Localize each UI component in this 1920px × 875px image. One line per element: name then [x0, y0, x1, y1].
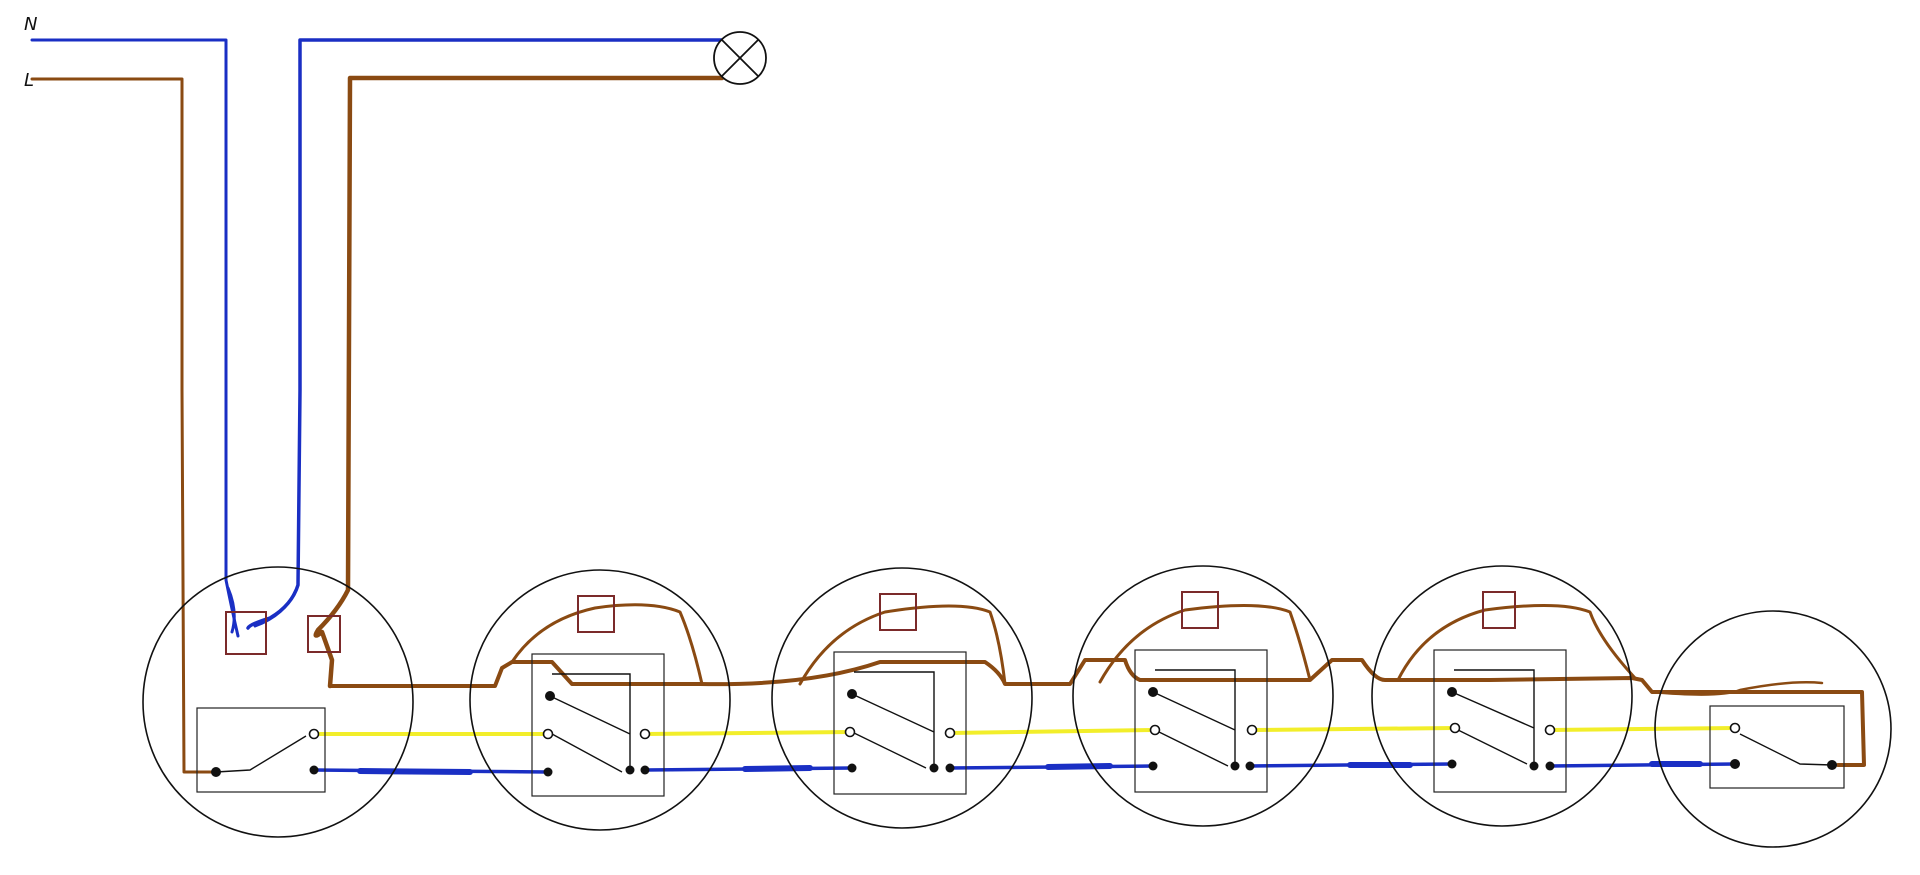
switch-1-junction-live: [307, 615, 341, 653]
switch-3-backbox: [771, 567, 1033, 829]
switch-4-body: [1134, 649, 1268, 793]
switch-1-body: [196, 707, 326, 793]
live-loop-wire-3: [798, 604, 1007, 686]
switch-4-junction: [1181, 591, 1219, 629]
switch-3-junction: [879, 593, 917, 631]
traveler-wire-blue-thick: [357, 761, 1703, 775]
live-loop-wire-4: [1098, 603, 1312, 684]
live-supply-wire: [30, 77, 218, 774]
switch-2-junction: [577, 595, 615, 633]
neutral-lamp-wire: [246, 38, 724, 630]
lamp-icon: [713, 31, 767, 85]
live-end-link: [1650, 681, 1824, 696]
switch-1-junction-neutral: [225, 611, 267, 655]
traveler-wire-yellow: [312, 726, 1737, 736]
live-lamp-wire: [313, 75, 725, 689]
neutral-supply-wire: [30, 38, 240, 638]
switch-6: [1654, 610, 1892, 848]
switch-6-body: [1709, 705, 1845, 789]
switch-4: [1072, 565, 1334, 827]
neutral-wires: [30, 38, 724, 638]
switch-5-backbox: [1371, 565, 1633, 827]
switch-3-body: [833, 651, 967, 795]
switch-4-backbox: [1072, 565, 1334, 827]
switch-3: [771, 567, 1033, 829]
neutral-label: N: [24, 14, 37, 35]
traveler-wire-blue: [312, 762, 1737, 774]
switch-5: [1371, 565, 1633, 827]
switch-1: [142, 566, 414, 838]
live-wires: [30, 75, 1866, 774]
switch-5-junction: [1482, 591, 1516, 629]
switch-2-backbox: [469, 569, 731, 831]
neutral-junction-link: [226, 586, 298, 634]
switch-5-body: [1433, 649, 1567, 793]
live-loop-wire-2: [510, 603, 704, 686]
switch-2: [469, 569, 731, 831]
switch-2-body: [531, 653, 665, 797]
live-loop-wire-5: [1396, 603, 1637, 682]
live-label: L: [24, 70, 34, 91]
switch-6-backbox: [1654, 610, 1892, 848]
switch-1-backbox: [142, 566, 414, 838]
